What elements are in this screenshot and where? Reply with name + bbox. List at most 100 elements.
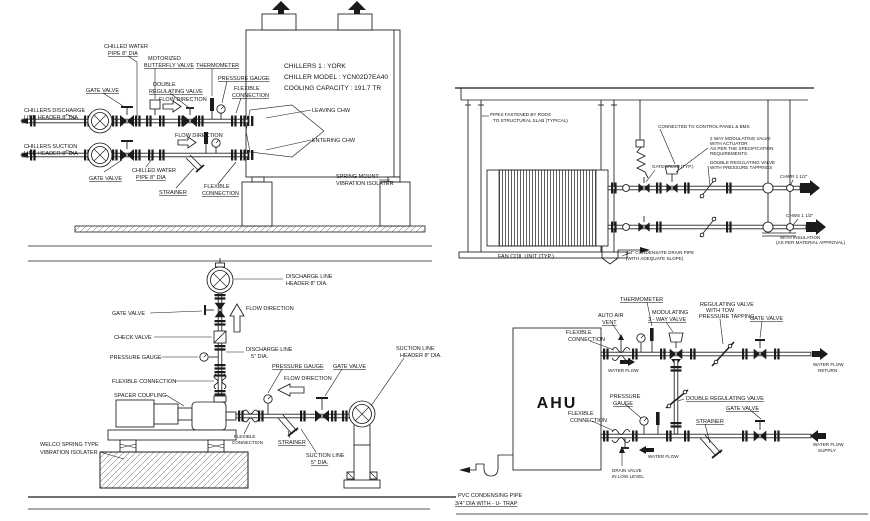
flow-direction-arrow-left [277,383,305,397]
svg-text:CONNECTION: CONNECTION [232,440,263,445]
thermometer [656,412,660,425]
label-strainer: STRAINER [159,190,187,196]
svg-text:GAUGE: GAUGE [613,401,633,407]
gate-valve [120,115,134,127]
chwr-flow-arrow [800,180,820,196]
label-pvc-pipe: PVC CONDENSING PIPE [458,493,523,499]
chiller-spec-line: CHILLER MODEL : YCN02D7EA40 [284,74,388,81]
label-thermometer: THERMOMETER [196,63,239,69]
supply-pipe-components [603,412,780,459]
flow-direction-arrow-up [229,303,245,333]
suction-pipe-components [238,394,348,437]
strainer [699,434,723,459]
baseframe [107,429,237,441]
two-way-modulating-valve [666,183,678,193]
spacer-coupling [177,407,193,421]
chiller-spec-line: CHILLERS 1 : YORK [284,63,346,70]
label-strainer: STRAINER [696,419,724,425]
pressure-gauge [639,416,649,426]
flexible-connection [242,409,259,415]
vibration-isolator [251,176,265,183]
evaporator-shell [245,104,325,158]
union [622,184,630,192]
ahu-leader-lines [589,301,763,466]
svg-text:PIPE 8" DIA: PIPE 8" DIA [136,175,166,181]
label-bms: CONNECTED TO CONTROL PANEL & BMS [658,124,750,129]
flexible-connection [611,347,631,353]
label-pressure-gauge: PRESSURE GAUGE [110,355,162,361]
label-discharge-header: CHILLERS DISCHARGE [24,108,85,114]
pvc-condensate-trap [459,454,513,477]
svg-text:5" DIA.: 5" DIA. [251,354,269,360]
label-flow-direction: FLOW DIRECTION [175,133,223,139]
label-chwr: CHWR 1 1/2" [780,174,808,179]
svg-text:TO STRUCTURAL SLAB (TYPICAL): TO STRUCTURAL SLAB (TYPICAL) [493,118,568,123]
label-chilled-water-pipe: CHILLED WATER [132,168,176,174]
label-check-valve: CHECK VALVE [114,335,152,341]
svg-text:IN LOW LEVEL: IN LOW LEVEL [612,474,644,479]
chws-components [611,216,732,238]
svg-text:LINE HEADER 8" DIA: LINE HEADER 8" DIA [24,115,78,121]
water-flow-arrow [639,446,654,454]
pump-piping-detail: DISCHARGE LINE HEADER 8" DIA. FLOW DIREC… [28,258,456,510]
svg-text:5" DIA.: 5" DIA. [311,460,329,466]
flexible-connection [213,373,219,390]
label-water-flow: WATER FLOW [608,368,639,373]
airflow-arrow-icon [348,1,366,14]
label-flexible-connection: FLEXIBLE [234,434,255,439]
condensate-drain [601,246,650,265]
thermometer [650,328,654,341]
label-suction-header: SUCTION LINE [396,346,435,352]
label-gate-valve: GATE VALVE [750,316,783,322]
pressure-gauge [636,333,646,343]
flow-direction-arrow [177,136,197,149]
svg-text:(AS PER MATERIAL APPROVAL): (AS PER MATERIAL APPROVAL) [776,240,846,245]
label-entering-chw: ENTERING CHW [312,138,356,144]
thermometer [204,132,208,144]
label-chws: CHWS 1 1/2" [786,213,814,218]
svg-text:WITH ACTUATOR: WITH ACTUATOR [710,141,748,146]
label-pipes-fastened: PIPES FASTENED BY RODS [490,112,551,117]
suction-pipe-components [30,132,246,173]
pressure-gauge [211,138,221,148]
gate-valve [638,222,650,232]
label-flexible-connection: FLEXIBLE [566,330,592,336]
airflow-arrow-icon [272,1,290,14]
label-water-flow-supply: WATER FLOW [813,442,844,447]
gate-valve [315,410,329,422]
svg-text:WITH TOW: WITH TOW [706,308,735,314]
gate-valve [214,302,226,318]
svg-text:REGULATING VALVE: REGULATING VALVE [149,89,203,95]
svg-text:BUTTERFLY VALVE: BUTTERFLY VALVE [144,63,194,69]
valve-actuator [664,165,680,175]
label-gate-valve: GATE VALVE [86,88,119,94]
label-gate-valve: GATE VALVE [112,311,145,317]
label-double-regulating-valve: DOUBLE REGULATING VALVE [686,396,764,402]
svg-text:WITH PRESSURE TAPPINGS: WITH PRESSURE TAPPINGS [710,165,772,170]
svg-text:3/4" DIA WITH - U- TRAP: 3/4" DIA WITH - U- TRAP [455,501,518,507]
svg-text:3 - WAY VALVE: 3 - WAY VALVE [648,317,687,323]
flexible-connection [611,429,631,435]
supply-flow-arrow [810,430,826,442]
svg-text:CONNECTION: CONNECTION [202,191,239,197]
discharge-pipe-components [30,98,246,134]
spring-coil [636,146,649,179]
return-pipe-components [603,328,780,367]
gate-valve [753,348,767,360]
fcu-piping-detail: PIPES FASTENED BY RODS TO STRUCTURAL SLA… [455,87,846,265]
label-pressure-gauge: PRESSURE GAUGE [218,76,270,82]
chiller-piping-detail: CHILLED WATER PIPE 8" DIA MOTORIZED BUTT… [20,1,432,262]
label-two-way-valve: 2 WAY MODULATING VALVE [710,136,771,141]
valve-actuator [668,332,684,343]
label-flexible-connection: FLEXIBLE [204,184,230,190]
label-fcu-unit: FAN COIL UNIT (TYP.) [498,254,554,260]
label-spring-mount: SPRING MOUNT [336,174,379,180]
label-modulating-valve: MODULATING [652,310,688,316]
fan-housing [261,13,297,31]
water-flow-arrow [620,358,635,366]
label-flow-direction: FLOW DIRECTION [159,97,207,103]
regulating-valve-two-tappings [711,341,735,367]
base-plate [343,479,381,489]
label-leaving-chw: LEAVING CHW [312,108,351,114]
svg-text:CONNECTION: CONNECTION [568,337,605,343]
